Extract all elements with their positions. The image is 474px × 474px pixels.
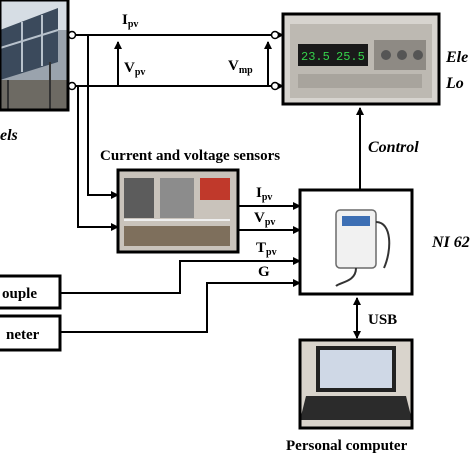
pyranometer-box: neter — [0, 314, 62, 352]
svg-text:ouple: ouple — [2, 286, 37, 302]
control-label: Control — [368, 139, 419, 156]
svg-text:25.5: 25.5 — [336, 50, 365, 64]
sensors-photo — [116, 168, 240, 254]
thermocouple-box: ouple — [0, 274, 62, 310]
ipv-sensor-label: Ipv — [256, 185, 272, 203]
panels-label: els — [0, 127, 18, 144]
svg-text:neter: neter — [6, 327, 40, 343]
dc-wiring — [68, 31, 284, 231]
usb-label: USB — [368, 312, 397, 328]
junction-dots — [67, 30, 280, 91]
electronic-load-label-line1: Ele — [445, 49, 468, 66]
electronic-load-photo: 23.5 25.5 — [281, 12, 441, 106]
personal-computer-photo — [298, 338, 414, 430]
personal-computer-label: Personal computer — [286, 438, 408, 454]
g-label: G — [258, 264, 270, 280]
vpv-sensor-label: Vpv — [254, 210, 275, 228]
tpv-label: Tpv — [256, 240, 277, 258]
ipv-main-label: Ipv — [122, 12, 138, 30]
svg-text:23.5: 23.5 — [301, 50, 330, 64]
sensors-label: Current and voltage sensors — [100, 148, 280, 164]
electronic-load-label-line2: Lo — [445, 75, 464, 92]
sensor-signal-lines — [60, 202, 301, 333]
ni-daq-device — [298, 188, 414, 296]
vpv-main-label: Vpv — [124, 60, 145, 78]
ni-device-label: NI 62 — [431, 234, 470, 251]
vmp-label: Vmp — [228, 58, 253, 76]
pv-panels-photo — [0, 0, 70, 112]
